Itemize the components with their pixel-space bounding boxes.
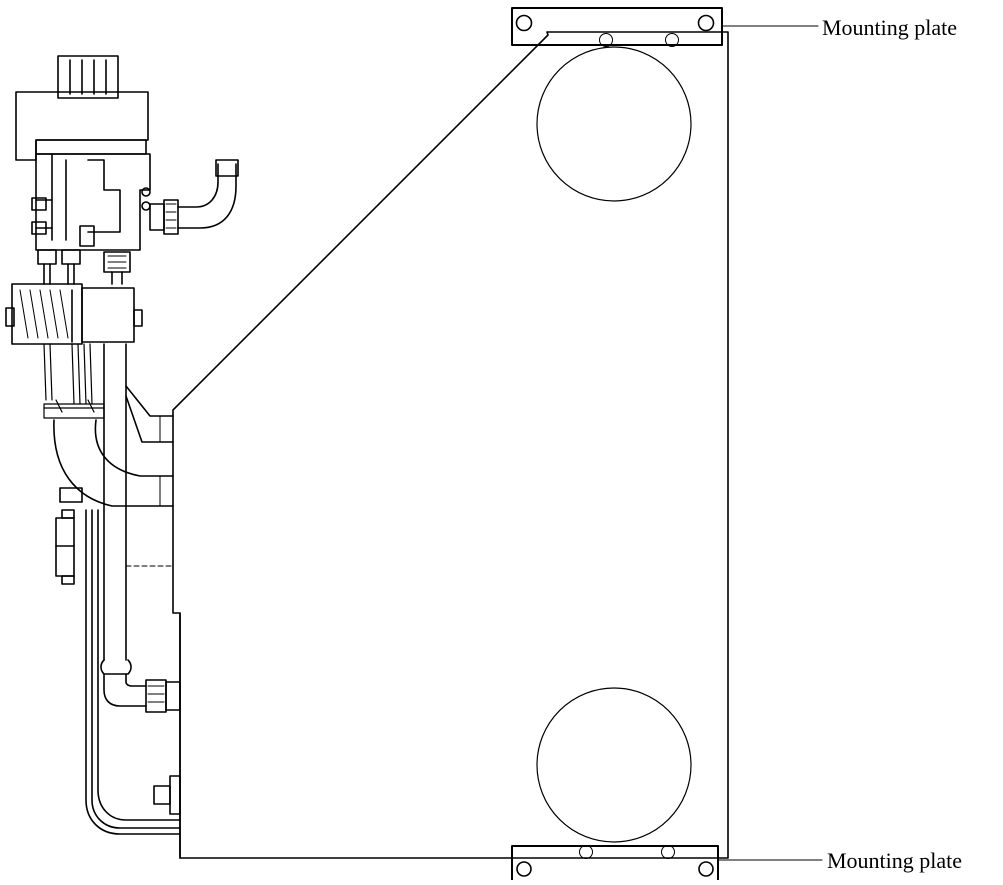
wiring-harness bbox=[44, 344, 104, 418]
cabinet-body bbox=[173, 32, 728, 858]
drain-knob bbox=[154, 776, 180, 814]
side-fitting bbox=[56, 510, 74, 584]
gas-valve-assembly bbox=[16, 56, 238, 284]
top-mounting-plate bbox=[512, 8, 722, 47]
bottom-mounting-plate bbox=[512, 846, 718, 881]
upper-circular-opening bbox=[537, 47, 691, 201]
lower-elbow-fitting bbox=[104, 674, 180, 712]
solenoid-regulator bbox=[6, 284, 142, 344]
top-mounting-plate-label: Mounting plate bbox=[822, 15, 958, 40]
lower-circular-opening bbox=[537, 688, 691, 842]
bottom-mounting-plate-label: Mounting plate bbox=[827, 848, 963, 873]
flue-pipes bbox=[54, 386, 173, 506]
gas-supply-pipe bbox=[101, 344, 131, 674]
drain-conduit bbox=[86, 510, 180, 834]
